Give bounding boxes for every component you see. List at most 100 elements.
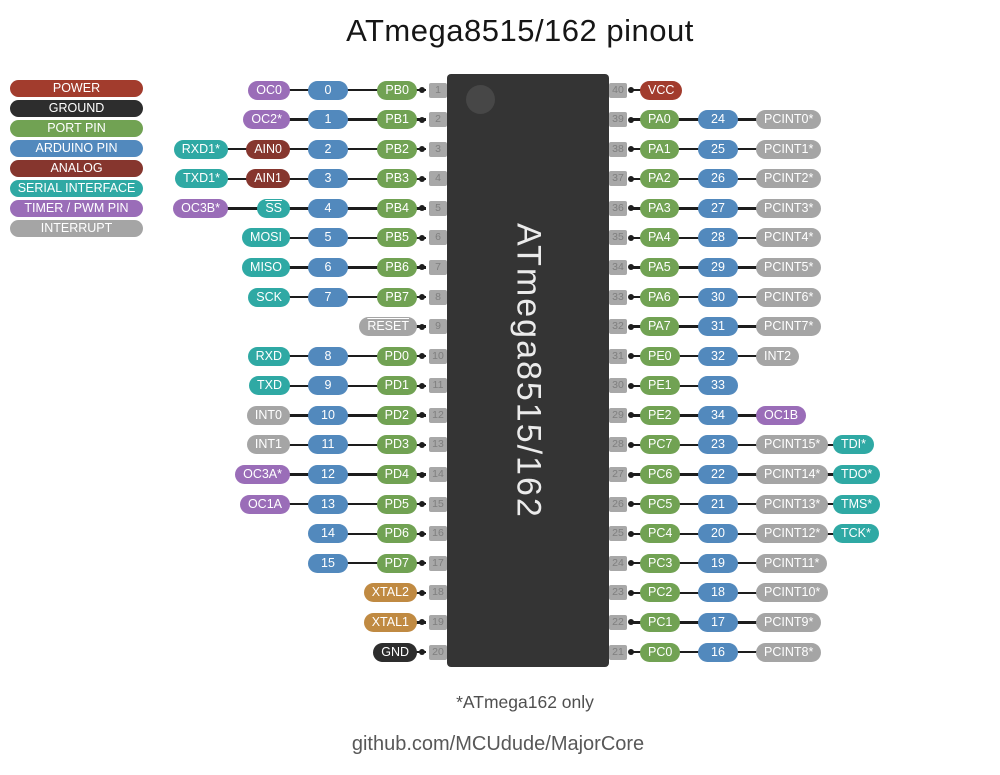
pin-number-tab-36: 36 <box>609 200 627 216</box>
chip-body: ATmega8515/162 <box>447 74 609 667</box>
pin-5-badge-pb4: PB4 <box>377 198 417 218</box>
pin-25-badge-pc4: PC4 <box>640 524 681 544</box>
connector-dot-pin-6 <box>419 234 425 241</box>
pin-3-badge-ain0: AIN0 <box>246 139 290 159</box>
pin-13-badge-int1: INT1 <box>246 435 290 455</box>
chip-label-wrap: ATmega8515/162 <box>447 74 609 667</box>
pin-27-badge-pc6: PC6 <box>640 465 681 485</box>
connector-dot-pin-39 <box>628 116 634 123</box>
pin-28-badge-23: 23 <box>698 435 738 455</box>
connector-line-pin-26 <box>631 502 858 506</box>
pin-number-tab-14: 14 <box>429 467 447 483</box>
pin-6-badge-5: 5 <box>308 228 348 248</box>
pin-20-badge-gnd: GND <box>373 642 417 662</box>
pin-number-tab-16: 16 <box>429 526 447 542</box>
connector-dot-pin-16 <box>419 530 425 537</box>
connector-dot-pin-26 <box>628 501 634 508</box>
pin-number-tab-7: 7 <box>429 259 447 275</box>
pin-29-badge-34: 34 <box>698 405 738 425</box>
connector-dot-pin-11 <box>419 382 425 389</box>
pin-number-tab-12: 12 <box>429 407 447 423</box>
pin-number-tab-11: 11 <box>429 378 447 394</box>
pin-21-badge-16: 16 <box>698 642 738 662</box>
pin-15-badge-pd5: PD5 <box>376 494 417 514</box>
pin-24-badge-19: 19 <box>698 553 738 573</box>
footer-url: github.com/MCUdude/MajorCore <box>351 733 645 755</box>
pin-23-badge-18: 18 <box>698 583 738 603</box>
legend-item-analog: ANALOG <box>10 160 143 177</box>
pin-number-tab-33: 33 <box>609 289 627 305</box>
pin-6-badge-pb5: PB5 <box>377 228 417 248</box>
connector-dot-pin-30 <box>628 382 634 389</box>
pin-number-tab-32: 32 <box>609 319 627 335</box>
pin-28-badge-pc7: PC7 <box>640 435 681 455</box>
pin-number-tab-22: 22 <box>609 614 627 630</box>
pin-27-badge-tdo: TDO* <box>833 465 881 485</box>
connector-dot-pin-3 <box>419 146 425 153</box>
pin-23-badge-pcint10: PCINT10* <box>756 583 829 603</box>
pin-number-tab-2: 2 <box>429 112 447 128</box>
pin-7-badge-miso: MISO <box>242 257 290 277</box>
pin-14-badge-oc3a: OC3A* <box>235 465 290 485</box>
pin-36-badge-27: 27 <box>698 198 738 218</box>
pin-19-badge-xtal1: XTAL1 <box>363 612 417 632</box>
connector-dot-pin-5 <box>419 205 425 212</box>
pin-26-badge-tms: TMS* <box>833 494 881 514</box>
pin-2-badge-oc2: OC2* <box>243 110 290 130</box>
connector-dot-pin-36 <box>628 205 634 212</box>
pin-number-tab-18: 18 <box>429 585 447 601</box>
pin-number-tab-3: 3 <box>429 141 447 157</box>
pin-34-badge-pa5: PA5 <box>640 257 679 277</box>
pin-number-tab-6: 6 <box>429 230 447 246</box>
pin-33-badge-pa6: PA6 <box>640 287 679 307</box>
pin-number-tab-25: 25 <box>609 526 627 542</box>
pin-13-badge-pd3: PD3 <box>376 435 417 455</box>
pin-25-badge-20: 20 <box>698 524 738 544</box>
connector-dot-pin-19 <box>419 619 425 626</box>
pin-35-badge-pcint4: PCINT4* <box>756 228 822 248</box>
pin-3-badge-2: 2 <box>308 139 348 159</box>
pin-33-badge-pcint6: PCINT6* <box>756 287 822 307</box>
pin-15-badge-13: 13 <box>308 494 348 514</box>
pin-34-badge-pcint5: PCINT5* <box>756 257 822 277</box>
pin-24-badge-pcint11: PCINT11* <box>756 553 828 573</box>
pin-18-badge-xtal2: XTAL2 <box>363 583 417 603</box>
pin-29-badge-pe2: PE2 <box>640 405 680 425</box>
pin-17-badge-15: 15 <box>308 553 348 573</box>
pin-31-badge-int2: INT2 <box>756 346 800 366</box>
connector-dot-pin-40 <box>628 87 634 93</box>
pin-37-badge-26: 26 <box>698 169 738 189</box>
pin-25-badge-tck: TCK* <box>833 524 879 544</box>
connector-dot-pin-34 <box>628 264 634 271</box>
connector-dot-pin-27 <box>628 471 634 478</box>
pin-number-tab-5: 5 <box>429 200 447 216</box>
pin-number-tab-10: 10 <box>429 348 447 364</box>
pin-2-badge-pb1: PB1 <box>377 110 417 130</box>
pin-5-badge-ss: SS <box>257 198 290 218</box>
pin-38-badge-pa1: PA1 <box>640 139 679 159</box>
connector-dot-pin-17 <box>419 560 425 567</box>
pin-10-badge-rxd: RXD <box>247 346 290 366</box>
pin-number-tab-1: 1 <box>429 82 447 98</box>
pin-12-badge-pd2: PD2 <box>376 405 417 425</box>
pin-40-badge-vcc: VCC <box>640 80 683 100</box>
pin-17-badge-pd7: PD7 <box>376 553 417 573</box>
pin-12-badge-int0: INT0 <box>246 405 290 425</box>
pin-10-badge-pd0: PD0 <box>376 346 417 366</box>
pin-5-badge-4: 4 <box>308 198 348 218</box>
pin-number-tab-24: 24 <box>609 555 627 571</box>
pin-number-tab-34: 34 <box>609 259 627 275</box>
pin-number-tab-40: 40 <box>609 82 627 98</box>
connector-dot-pin-4 <box>419 175 425 182</box>
chip-pin1-dimple-icon <box>466 85 495 114</box>
pin-38-badge-25: 25 <box>698 139 738 159</box>
connector-line-pin-17 <box>323 562 426 565</box>
pin-number-tab-23: 23 <box>609 585 627 601</box>
connector-dot-pin-2 <box>419 116 425 123</box>
connector-dot-pin-25 <box>628 530 634 537</box>
pin-2-badge-1: 1 <box>308 110 348 130</box>
pin-number-tab-29: 29 <box>609 407 627 423</box>
pin-number-tab-38: 38 <box>609 141 627 157</box>
pin-24-badge-pc3: PC3 <box>640 553 681 573</box>
connector-dot-pin-13 <box>419 441 425 448</box>
